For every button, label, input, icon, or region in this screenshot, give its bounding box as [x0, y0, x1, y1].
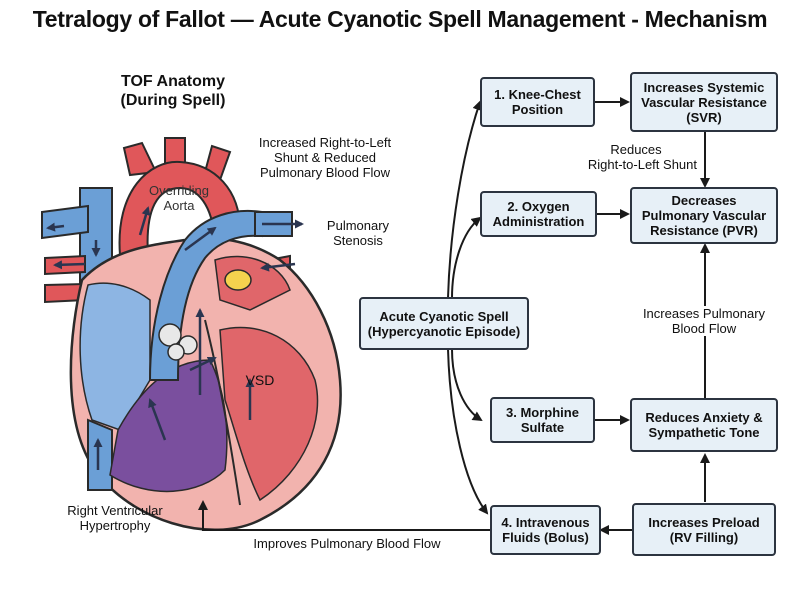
center-line2: (Hypercyanotic Episode): [367, 323, 521, 339]
label-rvh-2: Hypertrophy: [79, 518, 151, 533]
edge-fluids-heart: [198, 500, 490, 531]
page-title: Tetralogy of Fallot — Acute Cyanotic Spe…: [32, 6, 768, 32]
box-step-2-oxygen: 2. Oxygen Administration: [480, 191, 597, 237]
aortic-valve: [224, 269, 252, 291]
pulmonary-valve: [158, 323, 198, 361]
label-shunt-3: Pulmonary Blood Flow: [259, 165, 391, 180]
label-stenosis-1: Pulmonary: [326, 218, 390, 233]
edge-center-step1: [447, 100, 483, 299]
increases-pbf-1: Increases Pulmonary: [642, 306, 766, 321]
label-stenosis-2: Stenosis: [333, 233, 383, 248]
right-atrium: [79, 282, 151, 431]
heart-title-line2: (During Spell): [120, 92, 226, 109]
left-ventricle: [219, 326, 319, 502]
edge-label-improves-pbf: Improves Pulmonary Blood Flow: [253, 536, 441, 551]
preload-line1: Increases Preload: [648, 514, 760, 530]
svr-line1: Increases Systemic: [643, 79, 765, 95]
box-reduces-anxiety: Reduces Anxiety & Sympathetic Tone: [630, 398, 778, 452]
box-decreases-pvr: Decreases Pulmonary Vascular Resistance …: [630, 187, 778, 244]
box-step-1-knee-chest: 1. Knee-Chest Position: [480, 77, 595, 127]
heart-title: TOF Anatomy (During Spell): [88, 72, 258, 110]
label-shunt: Increased Right-to-Left Shunt & Reduced …: [240, 135, 410, 180]
box-increases-svr: Increases Systemic Vascular Resistance (…: [630, 72, 778, 132]
septum: [204, 319, 241, 506]
pvr-line2: Pulmonary Vascular: [641, 208, 767, 223]
svr-line3: (SVR): [686, 109, 722, 125]
label-vsd: VSD: [245, 372, 275, 388]
step3-line1: 3. Morphine: [506, 405, 579, 420]
inferior-vena-cava: [87, 418, 113, 491]
center-line1: Acute Cyanotic Spell: [379, 308, 509, 324]
reduces-shunt-2: Right-to-Left Shunt: [587, 157, 697, 172]
label-shunt-2: Shunt & Reduced: [274, 150, 376, 165]
label-pulmonary-stenosis: Pulmonary Stenosis: [318, 218, 398, 248]
box-step-4-iv-fluids: 4. Intravenous Fluids (Bolus): [490, 505, 601, 555]
step1-line2: Position: [511, 102, 564, 117]
edge-center-step4: [447, 348, 489, 515]
edge-center-step3: [451, 348, 483, 422]
anxiety-line1: Reduces Anxiety &: [645, 410, 763, 425]
step4-line1: 4. Intravenous: [501, 515, 590, 530]
svr-line2: Vascular Resistance: [641, 94, 767, 110]
step2-line1: 2. Oxygen: [507, 199, 570, 214]
label-rvh: Right Ventricular Hypertrophy: [40, 503, 190, 533]
label-overriding-aorta: Overriding Aorta: [138, 183, 220, 213]
label-shunt-1: Increased Right-to-Left: [258, 135, 392, 150]
increases-pbf-2: Blood Flow: [671, 321, 737, 336]
edge-label-reduces-shunt: Reduces Right-to-Left Shunt: [575, 142, 697, 172]
label-overriding-aorta-1: Overriding: [149, 183, 209, 198]
pvr-line3: Resistance (PVR): [650, 223, 758, 238]
reduces-shunt-1: Reduces: [610, 142, 662, 157]
box-step-3-morphine: 3. Morphine Sulfate: [490, 397, 595, 443]
label-rvh-1: Right Ventricular: [67, 503, 163, 518]
heart-title-line1: TOF Anatomy: [120, 73, 225, 90]
step4-line2: Fluids (Bolus): [502, 530, 589, 545]
pvr-line1: Decreases: [671, 193, 737, 208]
box-acute-cyanotic-spell: Acute Cyanotic Spell (Hypercyanotic Epis…: [359, 297, 529, 350]
step3-line2: Sulfate: [520, 420, 565, 435]
preload-line2: (RV Filling): [669, 529, 739, 545]
edge-center-step2: [451, 216, 482, 299]
label-overriding-aorta-2: Aorta: [163, 198, 195, 213]
anxiety-line2: Sympathetic Tone: [648, 425, 760, 440]
step2-line2: Administration: [492, 214, 585, 229]
step1-line1: 1. Knee-Chest: [494, 87, 581, 102]
edge-label-increases-pbf: Increases Pulmonary Blood Flow: [632, 306, 776, 336]
box-increases-preload: Increases Preload (RV Filling): [632, 503, 776, 556]
